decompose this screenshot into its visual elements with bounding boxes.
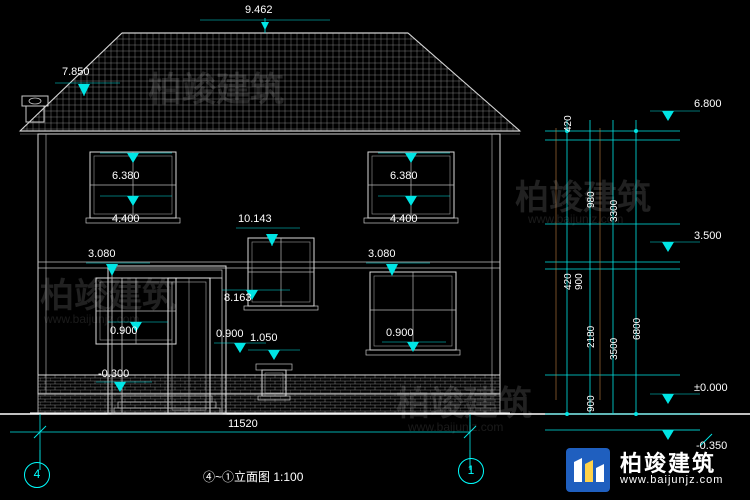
entrance-porch [107, 265, 227, 415]
chimney [21, 95, 49, 123]
dim-total-width: 11520 [228, 418, 258, 430]
window-stair-middle [243, 237, 319, 311]
dim-420-b: 420 [563, 273, 574, 290]
dim-980: 980 [586, 191, 597, 208]
brand-logo: 柏竣建筑 www.baijunjz.com [564, 444, 744, 496]
roof-outline [18, 32, 522, 135]
dim-balcony-level: 10.143 [238, 213, 272, 225]
right-dimension-stack [545, 110, 713, 447]
dimension-lines [33, 18, 477, 470]
window-basement-small [255, 363, 293, 401]
dim-ground-left: -0.300 [98, 368, 130, 380]
dim-eave: 7.850 [62, 66, 90, 78]
dim-window-upper-top-left: 6.380 [112, 170, 140, 182]
dim-sill-1050: 1.050 [250, 332, 278, 344]
dim-3300: 3300 [609, 199, 620, 222]
axis-bubble-right: 1 [458, 458, 484, 484]
dim-900-a: 900 [574, 273, 585, 290]
dim-stair-window-top: 8.163 [224, 292, 252, 304]
drawing-title: ④~①立面图 1:100 [203, 470, 304, 484]
dim-roof-ridge: 9.462 [245, 4, 273, 16]
dim-door-width-left: 0.900 [216, 328, 244, 340]
level-minus-0350: -0.350 [696, 440, 728, 452]
dim-door-width-right: 0.900 [386, 327, 414, 339]
stone-base [30, 374, 510, 414]
dim-2180: 2180 [586, 325, 597, 348]
dim-6800: 6800 [632, 317, 643, 340]
logo-text: 柏竣建筑 [620, 451, 717, 476]
dim-420-a: 420 [563, 115, 574, 132]
level-6800: 6.800 [694, 98, 722, 110]
dim-window-upper-sill-left: 4.400 [112, 213, 140, 225]
logo-mark-icon [566, 448, 610, 492]
logo-subtext: www.baijunjz.com [620, 474, 724, 486]
dim-window-upper-top-right: 6.380 [390, 170, 418, 182]
dim-window-small-left: 0.900 [110, 325, 138, 337]
dim-lintel-right: 3.080 [368, 248, 396, 260]
dim-900-b: 900 [586, 395, 597, 412]
dim-window-upper-sill-right: 4.400 [390, 213, 418, 225]
dim-3500: 3500 [609, 337, 620, 360]
level-zero: ±0.000 [694, 382, 728, 394]
dim-lintel-left: 3.080 [88, 248, 116, 260]
level-3500: 3.500 [694, 230, 722, 242]
axis-bubble-left: 4 [24, 462, 50, 488]
